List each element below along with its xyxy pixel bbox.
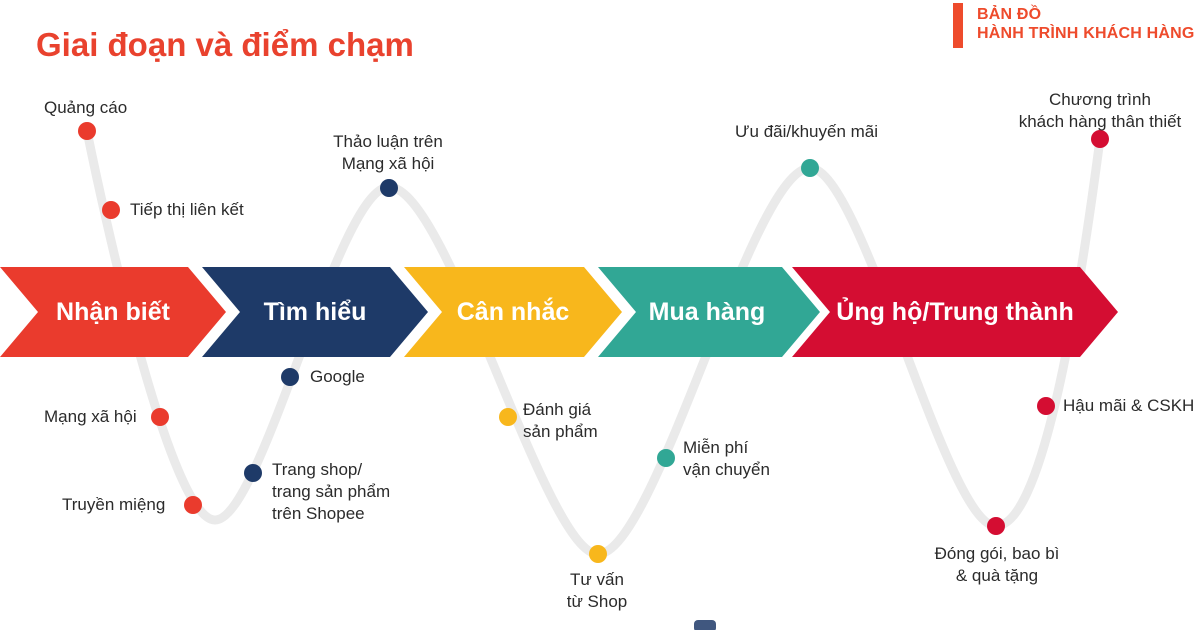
touchpoint-label-hau-mai: Hậu mãi & CSKH [1063,396,1195,415]
touchpoint-label-tiep-thi: Tiếp thị liên kết [130,200,244,219]
stage-arrow-mua-hang [598,267,820,357]
touchpoint-label-trang-shop: Trang shop/ trang sản phẩm trên Shopee [272,460,391,523]
stage-label-ung-ho: Ủng hộ/Trung thành [836,296,1073,326]
dot-tiep-thi-lien-ket [102,201,120,219]
page-title: Giai đoạn và điểm chạm [36,26,414,63]
dot-tu-van [589,545,607,563]
dot-trang-shop [244,464,262,482]
dot-chuong-trinh [1091,130,1109,148]
stage-arrow-nhan-biet [0,267,226,357]
cropped-logo-mark [694,620,716,630]
stage-arrow-ung-ho [792,267,1118,357]
dot-danh-gia [499,408,517,426]
dot-quang-cao [78,122,96,140]
touchpoint-label-mien-phi: Miễn phí vận chuyển [683,438,770,479]
brand-bar-icon [953,3,963,48]
dot-truyen-mieng [184,496,202,514]
dot-mang-xa-hoi [151,408,169,426]
touchpoint-label-dong-goi: Đóng gói, bao bì & quà tặng [934,544,1060,585]
stage-label-nhan-biet: Nhận biết [56,298,171,326]
dot-mien-phi [657,449,675,467]
stage-arrow-tim-hieu [202,267,428,357]
dot-uu-dai [801,159,819,177]
touchpoint-label-tu-van: Tư vấn từ Shop [566,570,628,611]
brand-badge: BẢN ĐỒ HÀNH TRÌNH KHÁCH HÀNG [953,3,1195,48]
dot-google [281,368,299,386]
touchpoint-label-quang-cao: Quảng cáo [44,98,128,117]
stage-arrow-can-nhac [404,267,622,357]
dot-hau-mai [1037,397,1055,415]
touchpoint-label-uu-dai: Ưu đãi/khuyến mãi [735,122,879,141]
stage-arrows: Nhận biết Tìm hiểu Cân nhắc Mua hàng Ủng… [0,267,1118,357]
dot-thao-luan [380,179,398,197]
touchpoint-label-mang-xa-hoi: Mạng xã hội [44,407,137,426]
touchpoint-label-google: Google [310,367,365,386]
brand-badge-line2: HÀNH TRÌNH KHÁCH HÀNG [977,25,1195,42]
touchpoint-dots [78,122,1109,563]
stage-label-tim-hieu: Tìm hiểu [264,298,367,326]
touchpoint-label-truyen-mieng: Truyền miệng [62,495,166,514]
touchpoint-label-danh-gia: Đánh giá sản phẩm [523,400,598,441]
touchpoint-label-chuong-trinh: Chương trình khách hàng thân thiết [1018,90,1182,131]
stage-label-mua-hang: Mua hàng [649,298,766,326]
brand-badge-text: BẢN ĐỒ HÀNH TRÌNH KHÁCH HÀNG [977,3,1195,48]
stage-label-can-nhac: Cân nhắc [457,296,570,326]
dot-dong-goi [987,517,1005,535]
brand-badge-line1: BẢN ĐỒ [977,6,1042,23]
touchpoint-label-thao-luan: Thảo luận trên Mạng xã hội [333,132,443,173]
